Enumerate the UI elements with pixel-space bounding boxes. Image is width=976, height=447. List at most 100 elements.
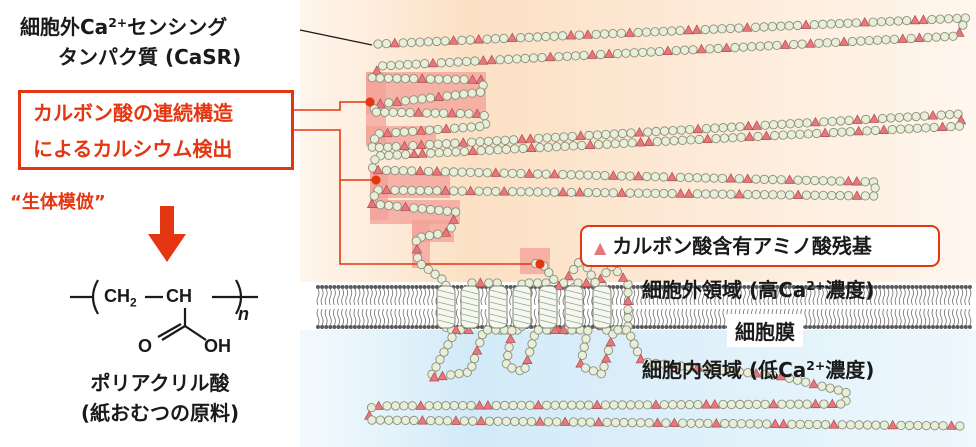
amino-acid-bead — [474, 167, 484, 178]
amino-acid-bead — [644, 418, 654, 428]
amino-acid-bead — [375, 415, 385, 425]
amino-acid-bead — [659, 400, 669, 410]
amino-acid-bead — [954, 121, 964, 131]
acid-residue-triangle — [622, 295, 634, 305]
amino-acid-bead — [710, 123, 720, 133]
acid-residue-triangle — [440, 185, 451, 195]
amino-acid-bead — [830, 37, 841, 48]
amino-acid-bead — [728, 419, 738, 429]
amino-acid-bead — [532, 278, 543, 288]
amino-acid-bead — [583, 187, 593, 198]
amino-acid-bead — [677, 135, 688, 145]
amino-acid-bead — [584, 130, 594, 141]
amino-acid-bead — [755, 41, 765, 51]
amino-acid-bead — [717, 173, 728, 183]
amino-acid-bead — [650, 172, 660, 182]
amino-acid-bead — [794, 118, 804, 128]
amino-acid-bead — [658, 26, 668, 37]
amino-acid-bead — [570, 51, 581, 61]
acid-residue-triangle — [810, 398, 821, 409]
amino-acid-bead — [461, 56, 472, 67]
amino-acid-bead — [684, 362, 694, 372]
amino-acid-bead — [465, 167, 476, 177]
intracellular-prefix: 細胞内領域 (低Ca — [642, 358, 807, 382]
amino-acid-bead — [629, 339, 639, 349]
amino-acid-bead — [499, 33, 509, 44]
amino-acid-bead — [543, 417, 553, 427]
acid-residue-triangle — [843, 175, 854, 186]
amino-acid-bead — [856, 36, 866, 46]
amino-acid-bead — [642, 188, 652, 198]
amino-acid-bead — [544, 267, 554, 278]
amino-acid-bead — [562, 51, 572, 61]
amino-acid-bead — [701, 189, 711, 199]
acid-residue-triangle — [465, 185, 476, 196]
amino-acid-bead — [392, 73, 402, 84]
amino-acid-bead — [425, 140, 435, 150]
amino-acid-bead — [455, 108, 466, 119]
amino-acid-bead — [601, 268, 611, 278]
amino-acid-bead — [802, 118, 812, 128]
amino-acid-bead — [634, 400, 644, 410]
amino-acid-bead — [904, 124, 914, 134]
acid-residue-triangle — [413, 107, 424, 117]
amino-acid-bead — [407, 166, 417, 176]
amino-acid-bead — [833, 385, 843, 395]
acid-residue-triangle — [417, 148, 428, 158]
membrane-label: 細胞膜 — [727, 314, 803, 347]
amino-acid-bead — [896, 420, 906, 430]
amino-acid-bead — [952, 13, 962, 24]
acid-residue-triangle — [601, 352, 612, 363]
amino-acid-bead — [423, 264, 433, 274]
amino-acid-bead — [541, 31, 551, 42]
amino-acid-bead — [636, 418, 646, 428]
acid-residue-triangle — [526, 142, 537, 152]
acid-residue-triangle — [828, 419, 840, 429]
amino-acid-bead — [726, 122, 737, 132]
amino-acid-bead — [786, 130, 797, 140]
amino-acid-bead — [398, 166, 408, 176]
amino-acid-bead — [738, 42, 749, 52]
amino-acid-bead — [482, 325, 493, 335]
amino-acid-bead — [621, 48, 631, 58]
acid-residue-triangle — [711, 417, 722, 428]
amino-acid-bead — [468, 416, 478, 426]
amino-acid-bead — [392, 201, 402, 212]
amino-acid-bead — [668, 400, 678, 410]
amino-acid-bead — [864, 35, 874, 46]
amino-acid-bead — [617, 400, 627, 410]
amino-acid-bead — [417, 94, 427, 104]
amino-acid-bead — [510, 416, 520, 427]
amino-acid-bead — [367, 73, 377, 83]
acid-residue-triangle — [851, 190, 863, 200]
acid-residue-triangle — [582, 29, 593, 39]
intracellular-suffix: 濃度) — [825, 358, 875, 382]
amino-acid-bead — [464, 109, 474, 119]
amino-acid-bead — [751, 174, 761, 184]
acid-residue-triangle — [533, 399, 544, 410]
amino-acid-bead — [601, 129, 611, 140]
amino-acid-bead — [441, 139, 452, 149]
amino-acid-bead — [475, 137, 485, 147]
amino-acid-bead — [516, 33, 526, 43]
acid-residue-triangle — [750, 368, 762, 378]
amino-acid-bead — [432, 186, 442, 196]
amino-acid-bead — [692, 173, 702, 183]
amino-acid-bead — [430, 269, 440, 279]
amino-acid-bead — [520, 53, 530, 64]
acid-residue-triangle — [375, 98, 386, 108]
amino-acid-bead — [469, 353, 480, 364]
amino-acid-bead — [493, 145, 503, 155]
amino-acid-bead — [474, 186, 484, 196]
amino-acid-bead — [776, 175, 786, 185]
casr-title-line2: タンパク質 (CaSR) — [58, 44, 242, 69]
amino-acid-bead — [384, 200, 394, 211]
acid-residue-triangle — [416, 73, 428, 83]
amino-acid-bead — [679, 45, 690, 55]
amino-acid-bead — [373, 39, 383, 49]
amino-acid-bead — [504, 342, 514, 352]
amino-acid-bead — [430, 108, 440, 118]
amino-acid-bead — [409, 203, 419, 213]
amino-acid-bead — [451, 74, 461, 85]
